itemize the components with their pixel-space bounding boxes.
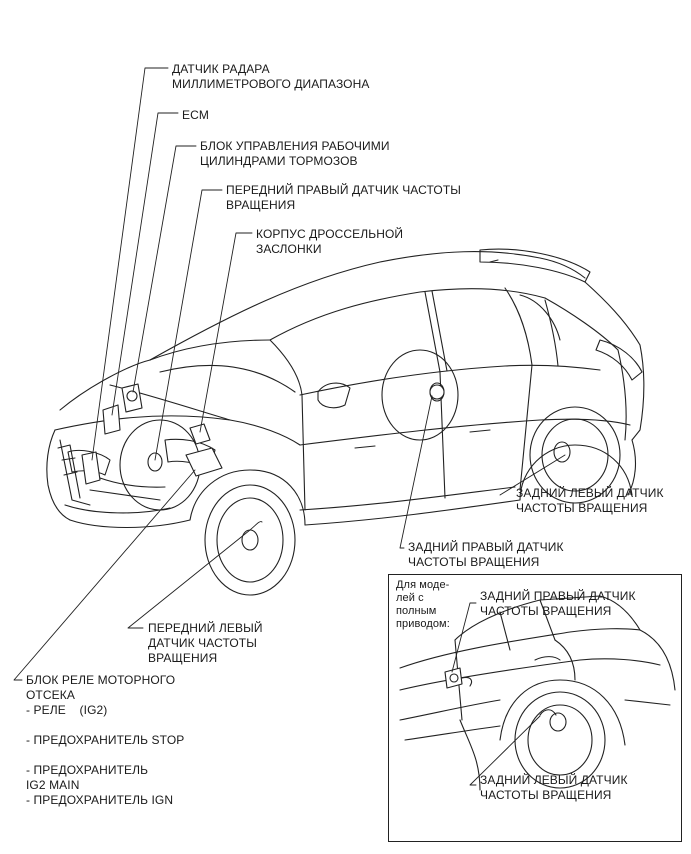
label-radar-sensor: ДАТЧИК РАДАРА МИЛЛИМЕТРОВОГО ДИАПАЗОНА	[172, 62, 370, 91]
label-brake-actuator: БЛОК УПРАВЛЕНИЯ РАБОЧИМИ ЦИЛИНДРАМИ ТОРМ…	[200, 139, 390, 168]
inset-label-rear-right-speed-sensor: ЗАДНИЙ ПРАВЫЙ ДАТЧИК ЧАСТОТЫ ВРАЩЕНИЯ	[480, 589, 636, 618]
vehicle-body-outline	[46, 248, 645, 596]
label-rear-left-speed-sensor: ЗАДНИЙ ЛЕВЫЙ ДАТЧИК ЧАСТОТЫ ВРАЩЕНИЯ	[516, 486, 664, 515]
leader-lines	[13, 67, 566, 681]
awd-inset-frame	[388, 574, 682, 842]
inset-label-rear-left-speed-sensor: ЗАДНИЙ ЛЕВЫЙ ДАТЧИК ЧАСТОТЫ ВРАЩЕНИЯ	[480, 773, 628, 802]
label-rear-right-speed-sensor: ЗАДНИЙ ПРАВЫЙ ДАТЧИК ЧАСТОТЫ ВРАЩЕНИЯ	[408, 540, 564, 569]
label-front-left-speed-sensor: ПЕРЕДНИЙ ЛЕВЫЙ ДАТЧИК ЧАСТОТЫ ВРАЩЕНИЯ	[148, 621, 263, 665]
label-ecm: ECM	[182, 108, 209, 122]
inset-leader-lines	[451, 602, 541, 786]
label-front-right-speed-sensor: ПЕРЕДНИЙ ПРАВЫЙ ДАТЧИК ЧАСТОТЫ ВРАЩЕНИЯ	[226, 183, 461, 212]
inset-vehicle	[399, 595, 676, 791]
inset-awd-note: Для моде- лей с полным приводом:	[396, 579, 450, 630]
label-throttle-body: КОРПУС ДРОССЕЛЬНОЙ ЗАСЛОНКИ	[256, 227, 404, 256]
label-engine-relay-block: БЛОК РЕЛЕ МОТОРНОГО ОТСЕКА - РЕЛЕ (IG2) …	[26, 673, 185, 807]
components	[81, 383, 445, 485]
